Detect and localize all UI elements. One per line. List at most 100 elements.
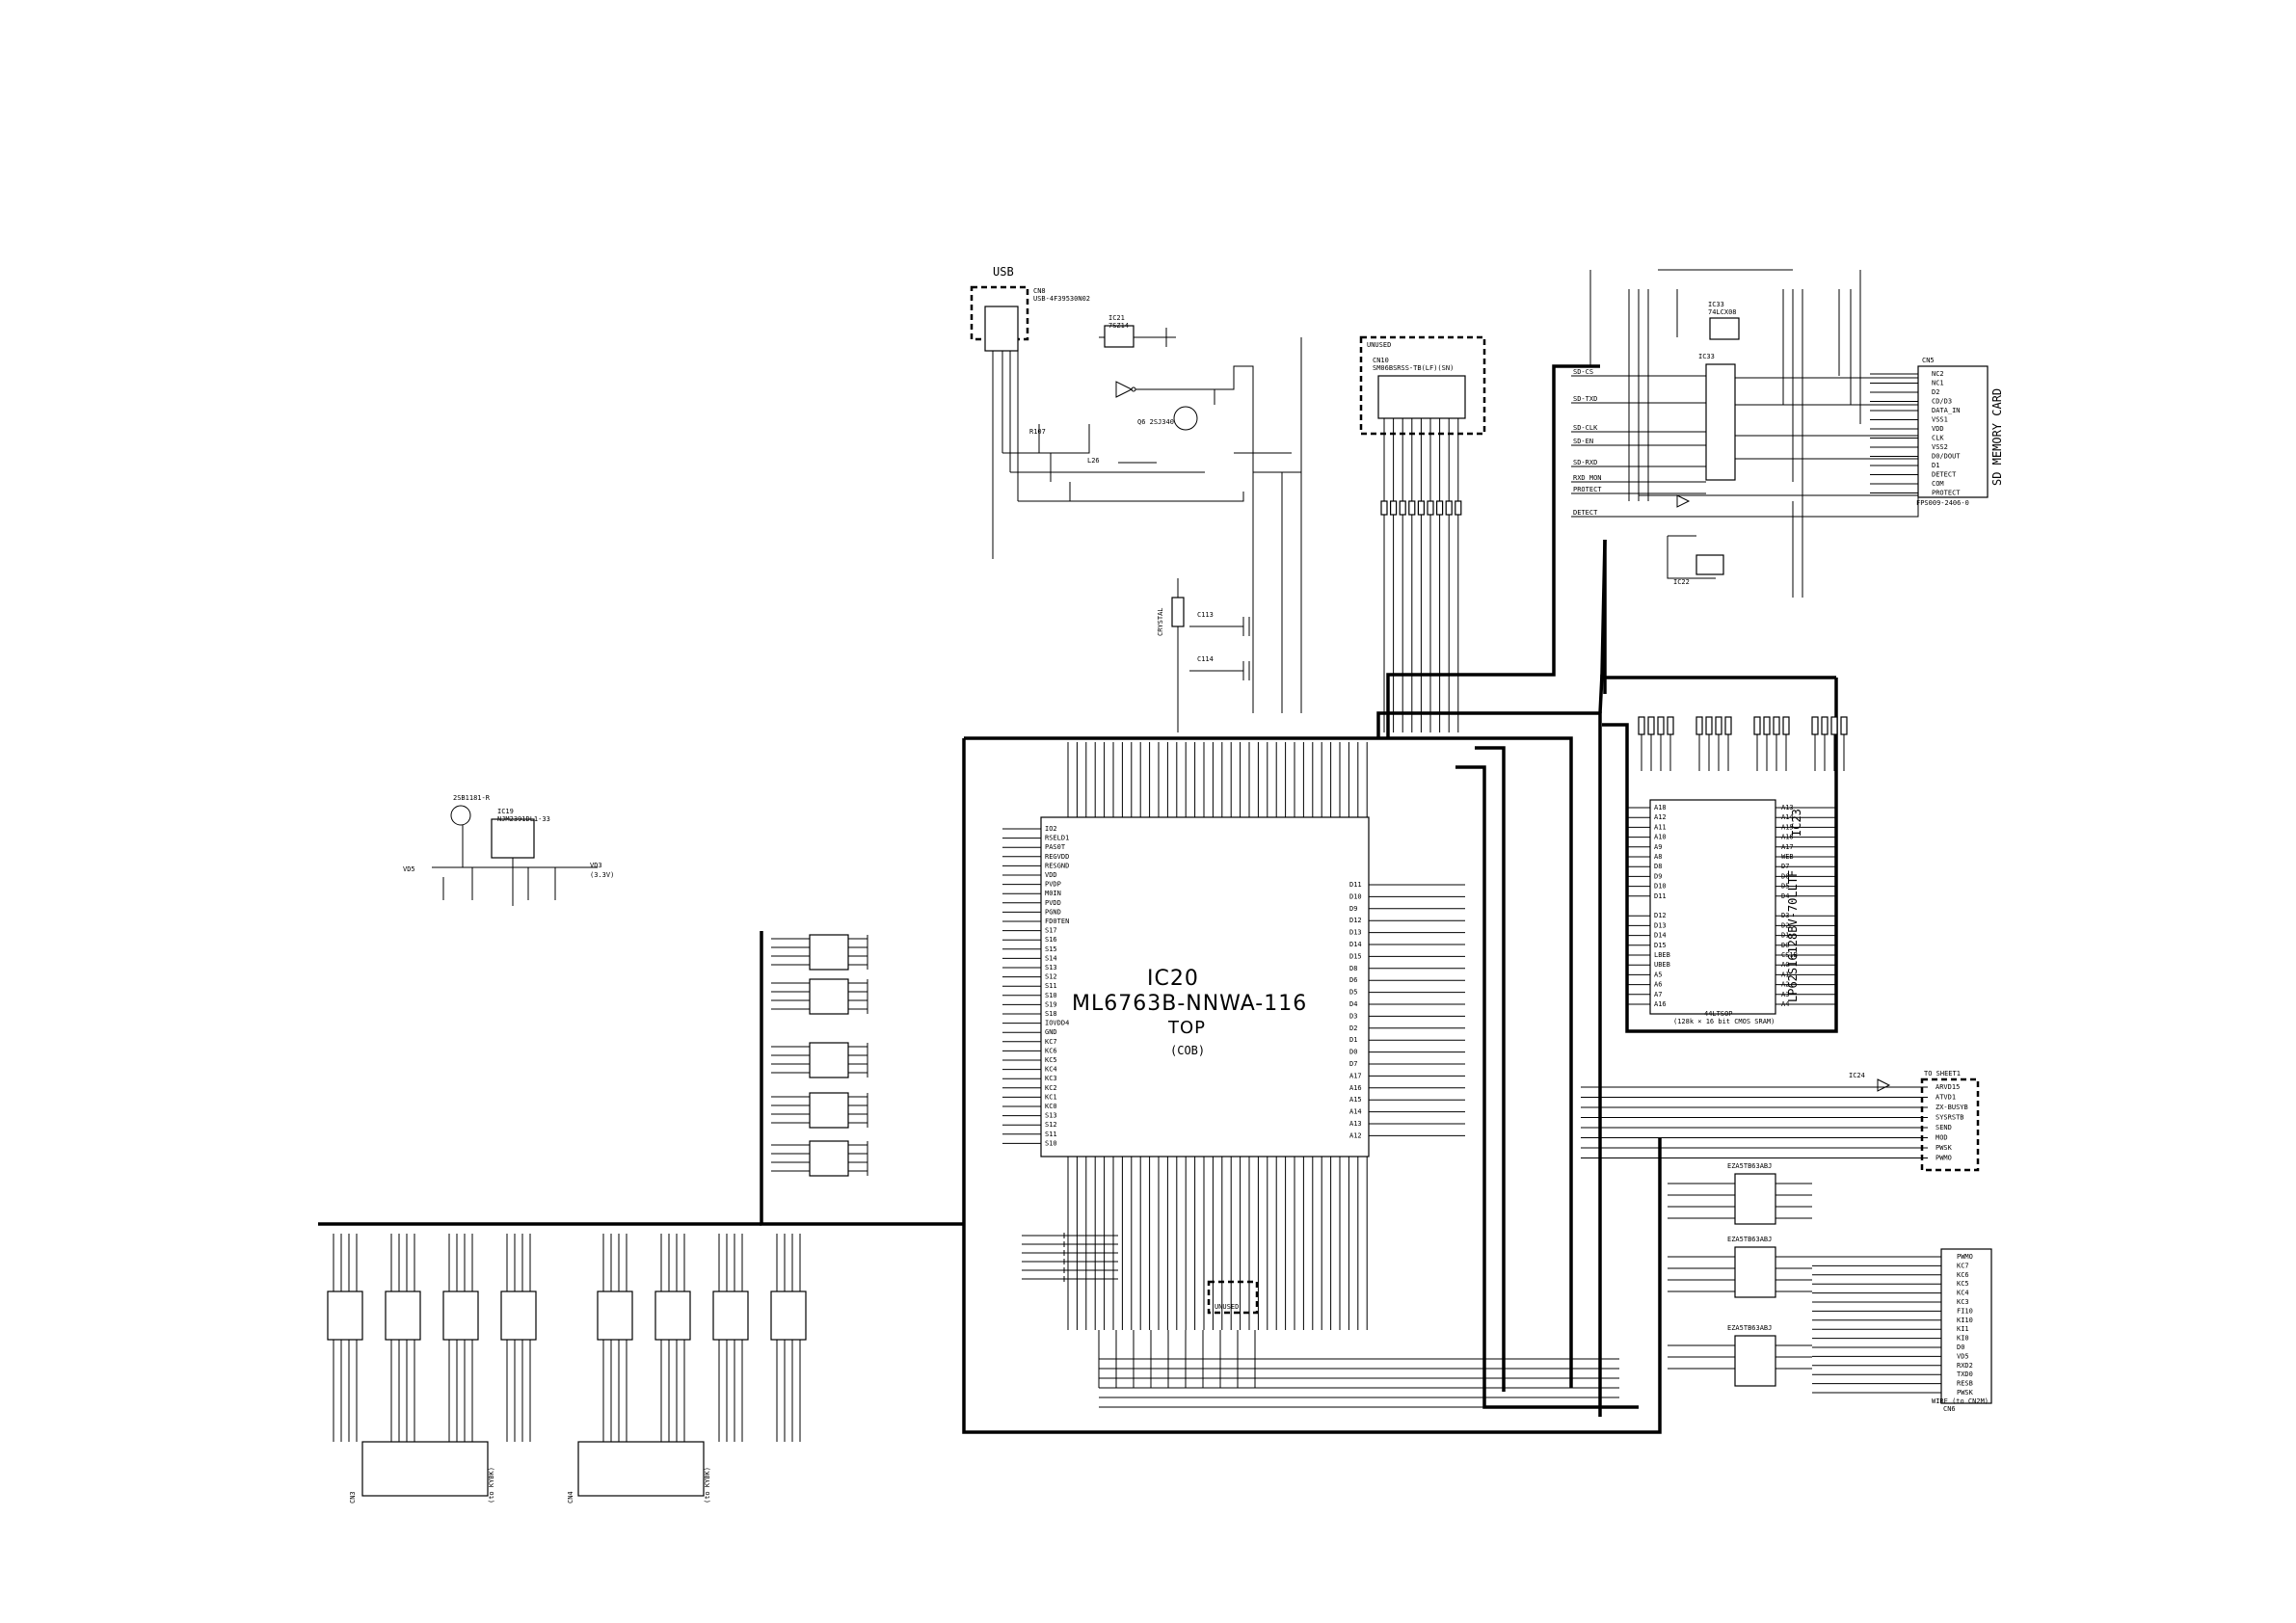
ic33-ref: IC33 xyxy=(1698,353,1715,360)
ic21-ref: IC21 xyxy=(1108,314,1125,322)
ic22-ref: IC22 xyxy=(1673,578,1690,586)
ic20-left-pin: KC2 xyxy=(1045,1084,1057,1092)
sd-signal: SD-EN xyxy=(1573,438,1593,445)
ic20-right-pin: D14 xyxy=(1349,941,1362,948)
cn3-ref: CN3 xyxy=(349,1491,357,1503)
regulator-input: VD5 xyxy=(403,865,415,873)
usb-title: USB xyxy=(993,265,1014,279)
cn5-pin: VDD xyxy=(1932,425,1944,433)
ic20-left-pin: PAS0T xyxy=(1045,843,1066,851)
signal-traces xyxy=(1098,1330,1619,1408)
ic20-left-pin: RESGND xyxy=(1045,862,1069,869)
cn5-pin: CLK xyxy=(1932,435,1944,442)
ic20-left-pin: S14 xyxy=(1045,954,1057,962)
cn10-part: SM06BSRSS-TB(LF)(SN) xyxy=(1373,364,1454,372)
cn6-pin: KC3 xyxy=(1957,1298,1969,1306)
ic20-right-pin: D10 xyxy=(1349,892,1362,900)
ic24-ref: IC24 xyxy=(1849,1072,1865,1079)
ic20-left-pin: M0IN xyxy=(1045,890,1061,897)
ic20-package: (COB) xyxy=(1170,1044,1205,1057)
usb-connector-body xyxy=(984,306,1019,352)
sd-signal: SD-RXD xyxy=(1573,459,1597,466)
sd-signal: RXD_MON xyxy=(1573,474,1602,482)
cn10-unused-connector: UNUSED CN10 SM06BSRSS-TB(LF)(SN) xyxy=(1359,335,1486,732)
cn6-pin: TXD0 xyxy=(1957,1370,1973,1378)
cn5-pin: NC1 xyxy=(1932,380,1944,387)
left-resistor-arrays xyxy=(771,934,868,1177)
ic20-left-pin: VDD xyxy=(1045,871,1057,879)
ic33-part: 74LCX08 xyxy=(1708,308,1737,316)
cn6-pin: KC5 xyxy=(1957,1280,1969,1288)
ic20-left-pin: PVDD xyxy=(1045,899,1061,907)
sram-left-pin: A11 xyxy=(1654,823,1667,831)
diode-array-1: EZA5TB63ABJ xyxy=(1727,1162,1772,1170)
ic20-left-pin: S13 xyxy=(1045,964,1057,971)
ic20-left-pin: FD0TEN xyxy=(1045,918,1069,925)
ic21-part: 7SZ14 xyxy=(1108,322,1129,330)
cn6-pin: VD5 xyxy=(1957,1352,1969,1360)
cn6-pin: KC7 xyxy=(1957,1262,1969,1269)
sram-left-pin: D8 xyxy=(1654,863,1662,870)
unused-bottom-label: UNUSED xyxy=(1215,1303,1239,1311)
sheet-signal: PWMO xyxy=(1936,1155,1952,1162)
crystal-label: CRYSTAL xyxy=(1157,607,1164,636)
ic20-right-pin: D9 xyxy=(1349,905,1357,913)
ic20-right-pin: D0 xyxy=(1349,1049,1357,1056)
sram-left-pin: A12 xyxy=(1654,813,1667,821)
sram-left-pin: D13 xyxy=(1654,921,1667,929)
to-sheet1-section: TO SHEET1 ARVD15ATVD1ZX-BUSYBSYSRSTBSEND… xyxy=(1581,1070,1980,1172)
ic20-right-pin: A14 xyxy=(1349,1108,1362,1116)
diode-array-3: EZA5TB63ABJ xyxy=(1727,1324,1772,1332)
cn6-pin: PWSK xyxy=(1957,1389,1974,1397)
cn5-pin: D1 xyxy=(1932,462,1939,469)
ic19-ref: IC19 xyxy=(497,808,514,815)
ic20-right-pin: D8 xyxy=(1349,965,1357,972)
ic20-left-pin: KC0 xyxy=(1045,1103,1057,1110)
sram-left-pin: A9 xyxy=(1654,843,1662,851)
ic20-right-pin: A17 xyxy=(1349,1072,1362,1079)
cn10-title: UNUSED xyxy=(1367,341,1391,349)
ic20-left-pin-labels: IO2RSELD1PAS0TREGVDDRESGNDVDDPVDPM0INPVD… xyxy=(1002,825,1069,1147)
cn5-pin: D0/DOUT xyxy=(1932,453,1961,461)
ic20-right-pin: D5 xyxy=(1349,989,1357,997)
cn6-pin: KI0 xyxy=(1957,1335,1969,1343)
keyboard-section: CN3 (to KYBK) CN4 (to KYBK) xyxy=(327,1234,807,1503)
cn6-pin: PWMO xyxy=(1957,1253,1973,1261)
sd-card-title: SD MEMORY CARD xyxy=(1990,388,2004,486)
ic23-sram: IC23 LP62S16128BV-70LLTF 44LTSOP (128k ×… xyxy=(1627,716,1848,1025)
ic20-right-pin: D7 xyxy=(1349,1060,1357,1068)
ic20-right-pin: A16 xyxy=(1349,1084,1362,1092)
sram-left-pin: A8 xyxy=(1654,853,1662,861)
ic20-right-pin: A15 xyxy=(1349,1096,1362,1104)
ic20-right-pin: D12 xyxy=(1349,917,1362,924)
sram-left-pin: A5 xyxy=(1654,971,1662,978)
sheet-signal: ARVD15 xyxy=(1936,1083,1960,1091)
sram-left-pin: D14 xyxy=(1654,932,1667,940)
ic20-left-pin: IO2 xyxy=(1045,825,1057,833)
ic20-left-pin: S16 xyxy=(1045,936,1057,944)
ic20-view: TOP xyxy=(1167,1018,1206,1038)
ic23-desc: (128k × 16 bit CMOS SRAM) xyxy=(1673,1018,1775,1025)
ic20-left-pin: S17 xyxy=(1045,927,1057,935)
sram-left-pin: D9 xyxy=(1654,872,1662,880)
l26-label: L26 xyxy=(1087,457,1100,465)
cn5-pin: D2 xyxy=(1932,388,1939,396)
sram-left-pin: A18 xyxy=(1654,804,1667,812)
r107-label: R107 xyxy=(1029,428,1046,436)
usb-connector-part: USB-4F39530N02 xyxy=(1033,295,1090,303)
cn5-pin: NC2 xyxy=(1932,370,1944,378)
sram-left-pin: A10 xyxy=(1654,834,1667,841)
sheet-signal: ZX-BUSYB xyxy=(1936,1104,1968,1111)
ic33-label: IC33 xyxy=(1708,301,1724,308)
c113-label: C113 xyxy=(1197,611,1214,619)
ic20-left-pin: S11 xyxy=(1045,982,1057,990)
usb-connector-ref: CN8 xyxy=(1033,287,1046,295)
cn6-pin: KI10 xyxy=(1957,1317,1973,1324)
ic20-left-pin: IOVDD4 xyxy=(1045,1020,1069,1027)
ic20-left-pin: PGND xyxy=(1045,908,1061,916)
ic20-right-pin-labels: D11D10D9D12D13D14D15D8D6D5D4D3D2D1D0D7A1… xyxy=(1349,881,1465,1139)
ic20-left-pin: RSELD1 xyxy=(1045,835,1069,842)
regulator-transistor: 2SB1181-R xyxy=(453,794,491,802)
regulator-output-note: (3.3V) xyxy=(590,871,614,879)
